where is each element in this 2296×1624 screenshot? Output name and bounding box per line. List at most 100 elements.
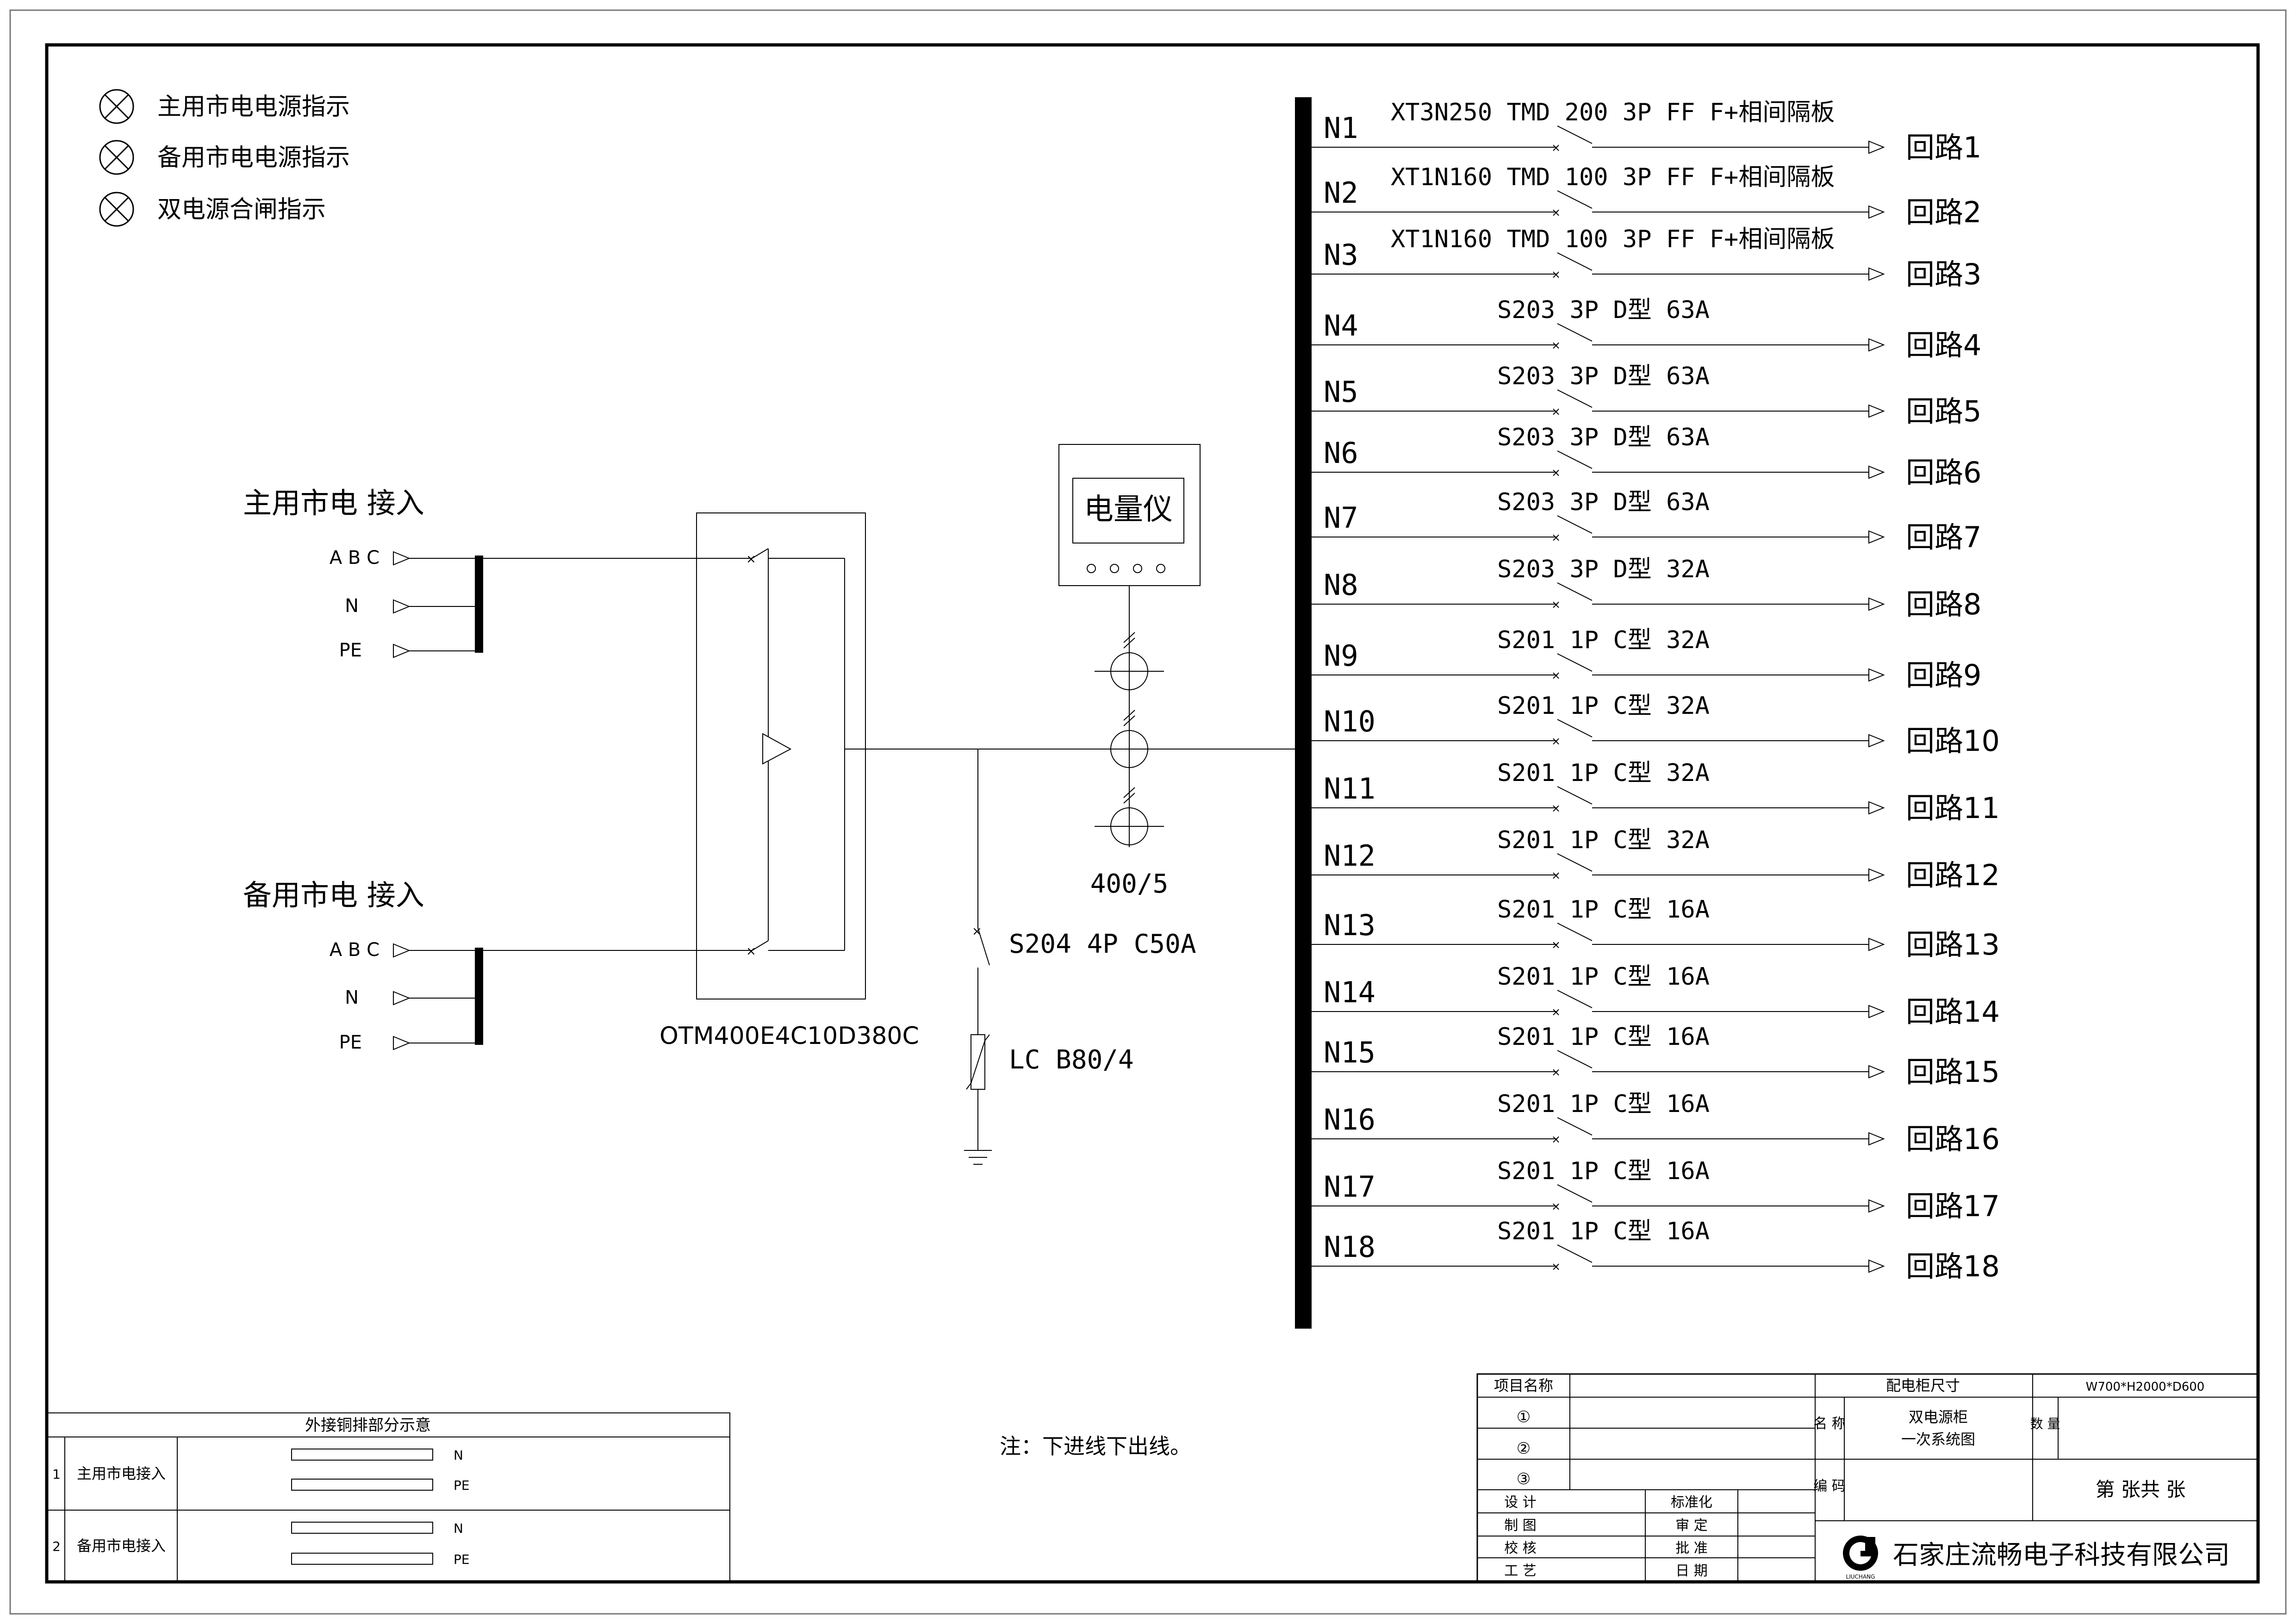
load-label: 回路15	[1906, 1055, 2000, 1089]
meter-label: 电量仪	[1084, 493, 1173, 527]
circuit-id: N13	[1324, 908, 1375, 942]
switch-cross-mark: ×	[1551, 1066, 1561, 1079]
terminal-label-pe: PE	[339, 1032, 362, 1053]
circuit-id: N11	[1324, 772, 1375, 806]
role-standard: 标准化	[1671, 1494, 1712, 1511]
circuit-id: N5	[1324, 375, 1358, 409]
row-number: 1	[52, 1467, 61, 1482]
outgoing-arrow-icon	[1868, 1065, 1885, 1079]
cabinet-size-label: 配电柜尺寸	[1886, 1377, 1960, 1394]
circuit-id: N9	[1324, 639, 1358, 673]
row-name: 备用市电接入	[77, 1537, 166, 1555]
copper-bar	[291, 1522, 433, 1534]
name-line-2: 一次系统图	[1901, 1430, 1975, 1448]
load-label: 回路10	[1906, 724, 2000, 758]
switch-cross-mark: ×	[1551, 466, 1561, 479]
project-item: ②	[1517, 1439, 1531, 1458]
surge-arrester-label: LC B80/4	[1009, 1045, 1134, 1075]
outgoing-arrow-icon	[1868, 937, 1885, 951]
meter-button-icon	[1087, 564, 1096, 573]
switch-cross-mark: ×	[746, 552, 756, 566]
bar-label: N	[454, 1521, 463, 1536]
breaker-label: S201 1P C型 32A	[1497, 626, 1710, 654]
logo-subtext: LIUCHANG	[1846, 1574, 1875, 1580]
distribution-busbar	[1295, 97, 1312, 1329]
breaker-label: S203 3P D型 32A	[1497, 556, 1710, 583]
circuit-id: N12	[1324, 839, 1375, 873]
breaker-label: XT1N160 TMD 100 3P FF F+相间隔板	[1391, 163, 1835, 191]
load-label: 回路11	[1906, 791, 2000, 825]
role-process: 工 艺	[1504, 1563, 1537, 1579]
terminal-label-abc: A B C	[330, 547, 380, 568]
terminal-label-abc: A B C	[330, 939, 380, 961]
circuit-id: N14	[1324, 975, 1375, 1009]
terminal-arrow	[393, 551, 410, 565]
outgoing-arrow-icon	[1868, 205, 1885, 219]
spd-branch: × S204 4P C50A LC B80/4	[964, 749, 1196, 1165]
breaker-label: S201 1P C型 16A	[1497, 1157, 1710, 1185]
backup-supply-input: 备用市电 接入 A B C N PE	[243, 878, 752, 1053]
current-transformer-icon	[1110, 710, 1148, 768]
current-transformer-icon	[1095, 787, 1164, 845]
circuit-id: N2	[1324, 176, 1358, 210]
load-label: 回路7	[1906, 520, 1981, 554]
outgoing-arrow-icon	[1868, 267, 1885, 281]
outgoing-arrow-icon	[1868, 668, 1885, 682]
switch-cross-mark: ×	[1551, 268, 1561, 281]
role-review: 审 定	[1675, 1518, 1708, 1534]
switch-cross-mark: ×	[1551, 938, 1561, 951]
switch-cross-mark: ×	[1551, 1200, 1561, 1213]
circuit-id: N16	[1324, 1103, 1375, 1137]
role-drawing: 制 图	[1504, 1518, 1537, 1534]
breaker-label: S201 1P C型 16A	[1497, 1090, 1710, 1118]
outgoing-arrow-icon	[1868, 734, 1885, 748]
switch-cross-mark: ×	[1551, 1133, 1561, 1146]
load-label: 回路8	[1906, 587, 1981, 621]
circuit-id: N3	[1324, 238, 1358, 272]
switch-cross-mark: ×	[1551, 869, 1561, 882]
role-approve: 批 准	[1675, 1540, 1708, 1556]
circuit-id: N15	[1324, 1036, 1375, 1069]
circuit-id: N4	[1324, 309, 1358, 343]
project-item: ③	[1517, 1470, 1531, 1488]
breaker-label: XT1N160 TMD 100 3P FF F+相间隔板	[1391, 225, 1835, 253]
qty-label: 数 量	[2030, 1416, 2060, 1431]
switch-cross-mark: ×	[1551, 405, 1561, 418]
note: 注：下进线下出线。	[1000, 1434, 1191, 1459]
company-name: 石家庄流畅电子科技有限公司	[1893, 1540, 2230, 1570]
outgoing-arrow-icon	[1868, 140, 1885, 154]
copper-bar	[291, 1479, 433, 1491]
copper-bar	[291, 1449, 433, 1461]
outer-frame	[9, 9, 2287, 1615]
circuit-id: N10	[1324, 705, 1375, 738]
current-transformer-icon	[1095, 632, 1164, 690]
switch-cross-mark: ×	[1551, 598, 1561, 611]
breaker-label: S203 3P D型 63A	[1497, 362, 1710, 390]
drawing-border	[45, 43, 2260, 1584]
power-meter: 电量仪 400/5	[1058, 444, 1201, 899]
breaker-label: S203 3P D型 63A	[1497, 296, 1710, 324]
load-label: 回路5	[1906, 394, 1981, 428]
switch-cross-mark: ×	[1551, 206, 1561, 219]
name-line-1: 双电源柜	[1909, 1408, 1968, 1426]
breaker-label: XT3N250 TMD 200 3P FF F+相间隔板	[1391, 99, 1835, 126]
terminal-arrow	[393, 644, 410, 658]
load-label: 回路1	[1906, 131, 1981, 164]
breaker-label: S201 1P C型 16A	[1497, 1023, 1710, 1051]
ct-ratio: 400/5	[1090, 869, 1169, 899]
load-label: 回路18	[1906, 1249, 2000, 1283]
meter-button-icon	[1110, 564, 1119, 573]
circuit-id: N6	[1324, 436, 1358, 470]
indicator-lamp-icon	[99, 140, 134, 175]
outgoing-arrow-icon	[1868, 801, 1885, 815]
outgoing-arrow-icon	[1868, 597, 1885, 611]
main-busbar	[475, 556, 483, 653]
bar-label: PE	[454, 1478, 470, 1493]
